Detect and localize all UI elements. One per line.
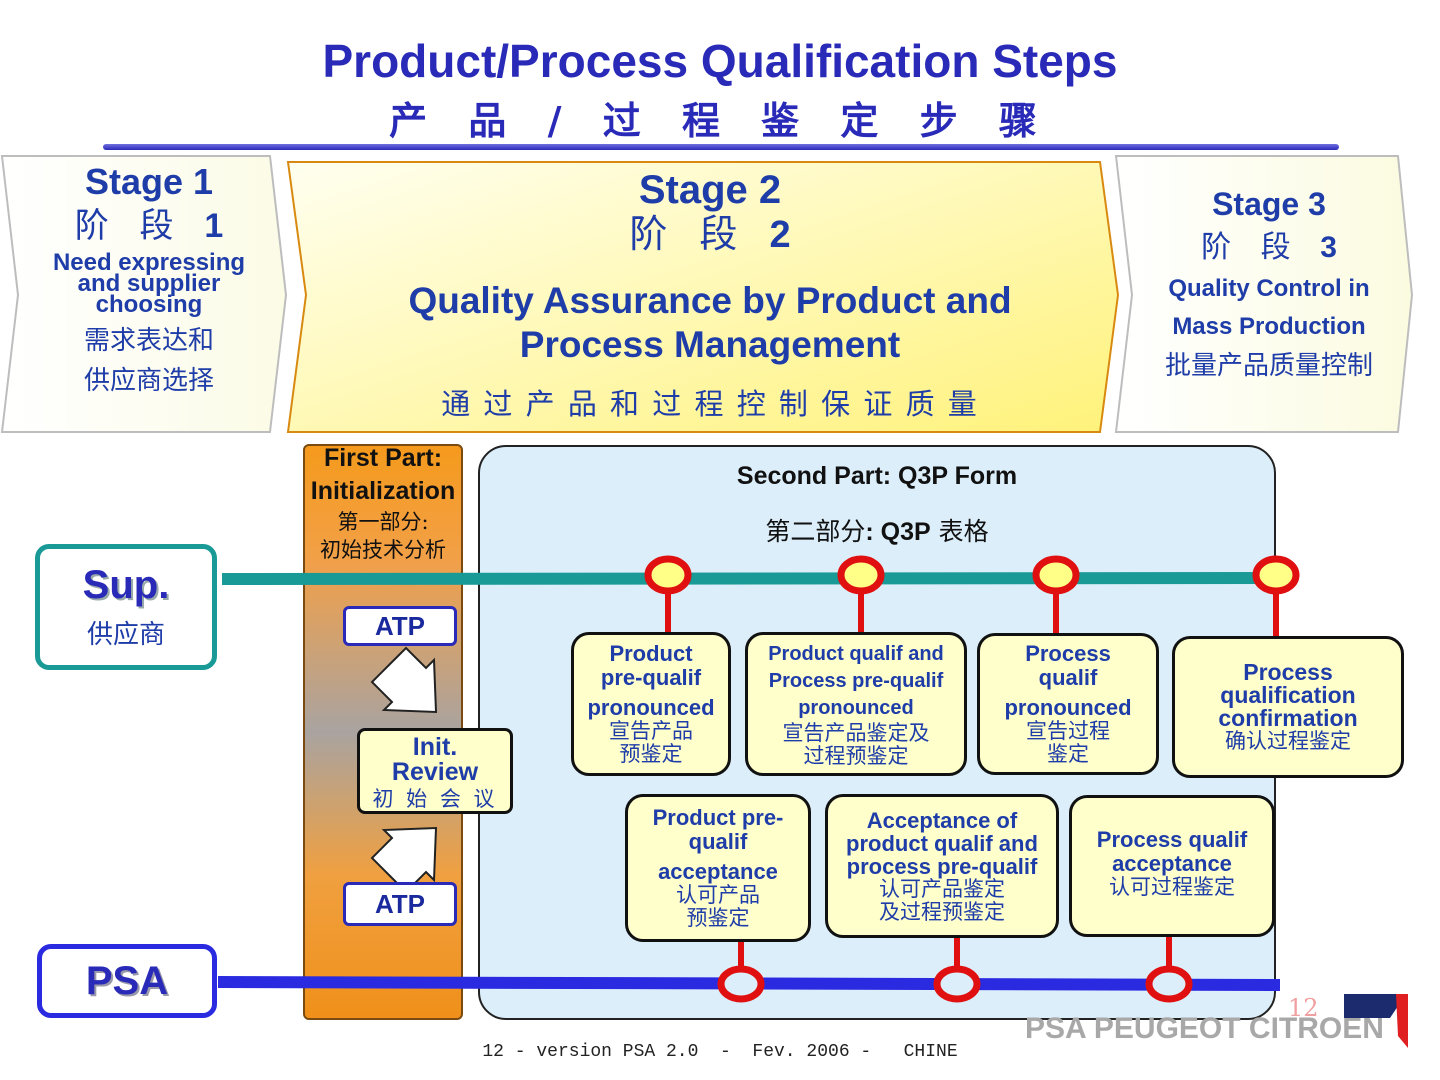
supplier-cn: 供应商: [86, 620, 165, 650]
card-process-qualif-acceptance: Process qualif acceptance 认可过程鉴定: [1069, 795, 1275, 937]
footer-text: 12 - version PSA 2.0 - Fev. 2006 - CHINE: [482, 1042, 958, 1062]
milestone-marker: [644, 555, 692, 595]
stage-arrows: [0, 155, 1414, 433]
brand-logo: PSA PEUGEOT CITROËN: [1025, 1012, 1384, 1045]
milestone-marker: [1145, 965, 1193, 1003]
psa-milestones: [717, 936, 1193, 1003]
milestone-marker: [717, 965, 765, 1003]
psa-lane-label: PSA: [37, 944, 217, 1018]
stage1-cn: 阶 段 1: [74, 206, 224, 246]
stage2: Stage 2 阶 段 2 Quality Assurance by Produ…: [320, 168, 1100, 423]
milestone-marker: [1032, 555, 1080, 595]
page-number: 12: [1288, 994, 1319, 1022]
stage3-cn: 阶 段 3: [1201, 230, 1337, 265]
init-review-box: Init. Review 初 始 会 议: [357, 728, 513, 814]
milestone-marker: [933, 965, 981, 1003]
stage3-desc-cn: 批量产品质量控制: [1164, 351, 1373, 381]
stage3-heading: Stage 3: [1212, 186, 1326, 222]
stage1-desc-cn: 需求表达和 供应商选择: [83, 326, 214, 396]
milestone-marker: [837, 555, 885, 595]
second-part-cn: 第二部分: Q3P 表格: [765, 517, 989, 546]
psa-label: PSA: [85, 959, 169, 1003]
stage2-desc-cn: 通 过 产 品 和 过 程 控 制 保 证 质 量: [441, 387, 979, 421]
stage3: Stage 3 阶 段 3 Quality Control in Mass Pr…: [1130, 182, 1408, 386]
supplier-timeline: [221, 572, 1269, 585]
stage3-desc: Quality Control in Mass Production: [1168, 275, 1370, 340]
stage1-desc: Need expressing and supplier choosing: [52, 249, 246, 318]
card-product-qualif-process-prequalif: Product qualif and Process pre-qualif pr…: [745, 632, 967, 776]
stage1-arrow: [0, 155, 288, 433]
supplier-lane-label: Sup. 供应商: [35, 544, 217, 670]
stage1-heading: Stage 1: [84, 161, 214, 202]
first-part-title: First Part: Initialization: [310, 444, 456, 505]
down-arrow-icon: [370, 646, 438, 714]
supplier-milestones: [644, 555, 1300, 636]
stage2-cn: 阶 段 2: [629, 212, 791, 256]
card-acceptance-product-qualif: Acceptance of product qualif and process…: [825, 794, 1059, 938]
first-part-cn: 第一部分: 初始技术分析: [320, 510, 446, 562]
init-arrows: [370, 646, 438, 894]
atp-bottom-badge: ATP: [343, 882, 457, 926]
stage1: Stage 1 阶 段 1 Need expressing and suppli…: [20, 160, 278, 401]
card-process-qualif-pronounced: Process qualif pronounced 宣告过程 鉴定: [977, 633, 1159, 775]
stage3-arrow: [1114, 155, 1414, 433]
stage2-desc: Quality Assurance by Product and Process…: [408, 280, 1012, 365]
page-subtitle: 产 品 / 过 程 鉴 定 步 骤: [389, 99, 1051, 143]
second-part-title: Second Part: Q3P Form: [736, 462, 1018, 490]
supplier-label: Sup.: [82, 563, 170, 607]
milestone-marker: [1252, 555, 1300, 595]
page-title: Product/Process Qualification Steps: [322, 35, 1118, 87]
card-product-prequalif-pronounced: Product pre-qualif pronounced 宣告产品 预鉴定: [571, 632, 731, 776]
atp-top-badge: ATP: [343, 606, 457, 646]
stage2-heading: Stage 2: [638, 168, 782, 212]
brand-flag-icon: [1344, 994, 1408, 1048]
card-process-qualification-confirmation: Process qualification confirmation 确认过程鉴…: [1172, 636, 1404, 778]
title-divider: [103, 144, 1339, 150]
stage2-arrow: [286, 161, 1120, 433]
card-product-prequalif-acceptance: Product pre- qualif acceptance 认可产品 预鉴定: [625, 794, 811, 942]
